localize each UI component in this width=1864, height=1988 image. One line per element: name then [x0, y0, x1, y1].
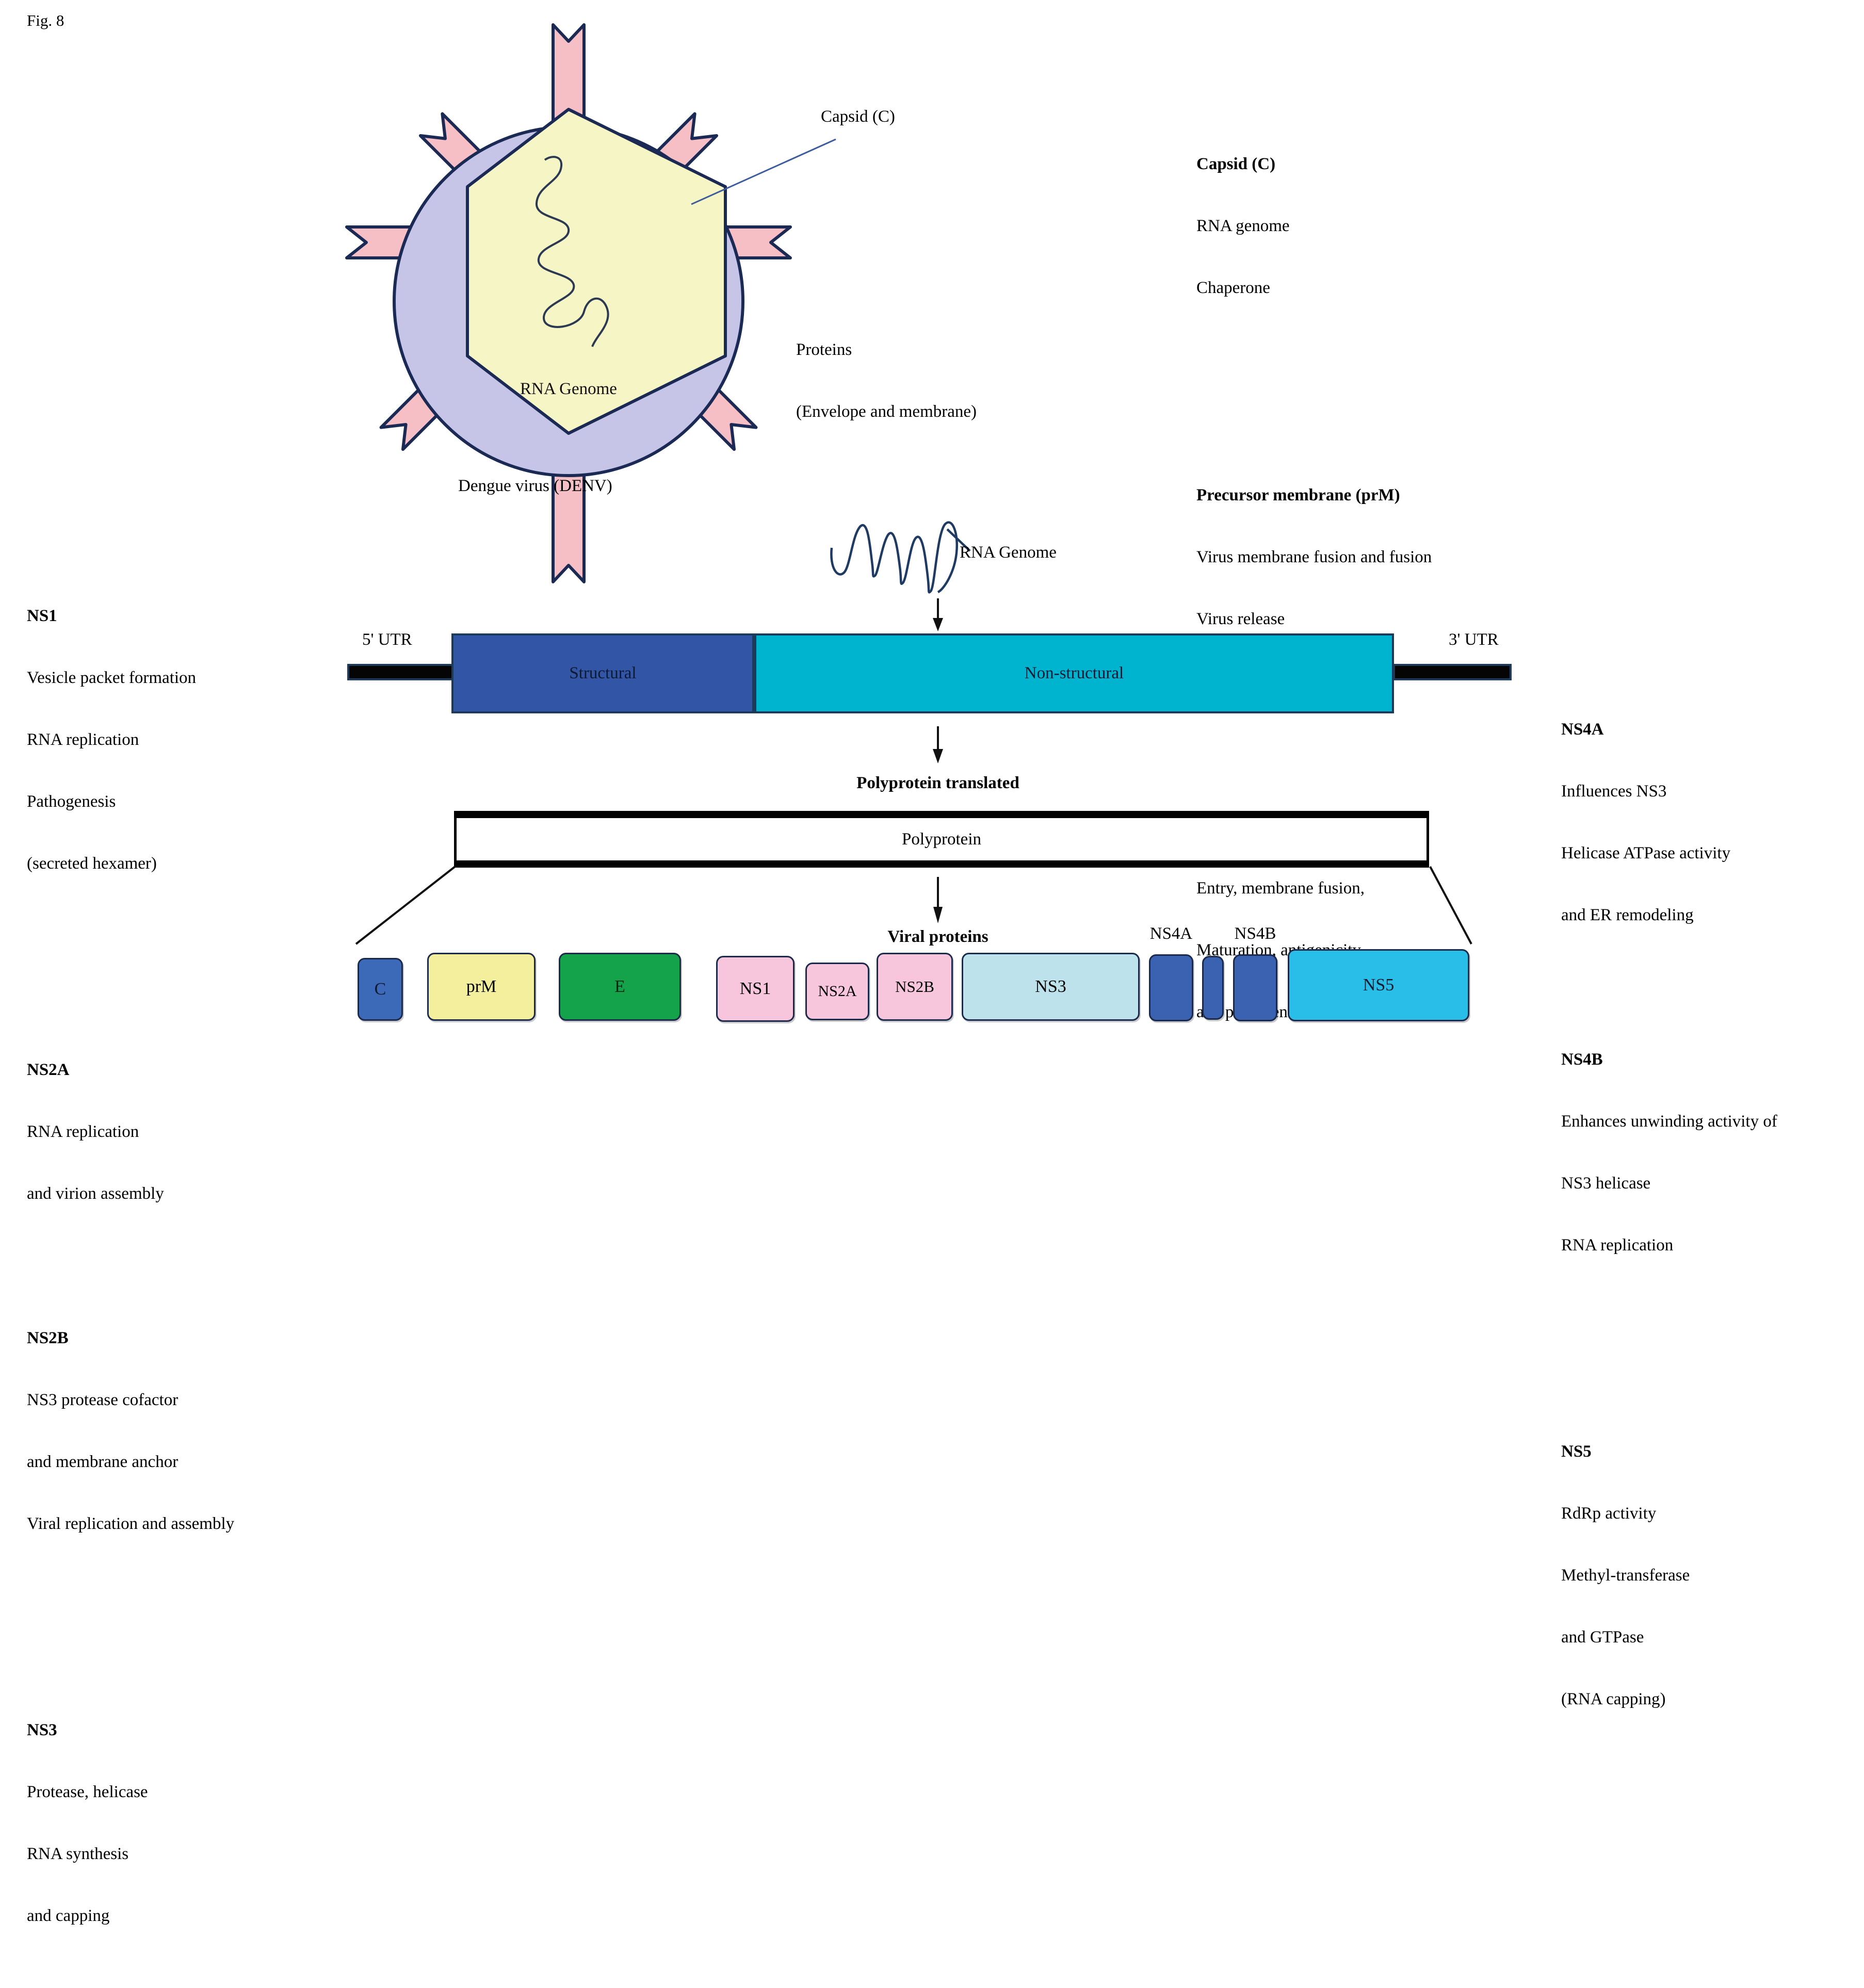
legend-line: NS3 protease cofactor [27, 1391, 179, 1409]
legend-title: NS4A [1561, 720, 1604, 739]
legend-line: RdRp activity [1561, 1504, 1657, 1523]
right-legend: NS4A Influences NS3 Helicase ATPase acti… [1561, 637, 1777, 1771]
genome-structural-label: Structural [569, 664, 637, 682]
legend-title: NS1 [27, 607, 57, 625]
legend-line: RNA replication [1561, 1236, 1674, 1254]
protein-box-label: NS3 [1035, 977, 1066, 996]
legend-title: NS2B [27, 1329, 69, 1347]
protein-box-label: NS1 [739, 979, 771, 998]
protein-box-ns3[interactable]: NS3 [962, 953, 1140, 1021]
legend-line: Entry, membrane fusion, [1196, 879, 1365, 898]
legend-line: RNA genome [1196, 217, 1290, 235]
protein-box-label: NS2B [895, 977, 934, 996]
legend-group-ns1: NS1 Vesicle packet formation RNA replica… [27, 564, 234, 915]
arrow-rna-to-genome [928, 598, 948, 632]
legend-title: NS4B [1561, 1050, 1603, 1069]
legend-line: Viral replication and assembly [27, 1514, 235, 1533]
polyprotein-label: Polyprotein [902, 829, 981, 849]
connector-right [1429, 866, 1472, 944]
legend-group-ns3: NS3 Protease, helicase RNA synthesis and… [27, 1679, 234, 1967]
polyprotein-translated-label: Polyprotein translated [856, 774, 1019, 792]
genome-nonstructural-segment: Non-structural [754, 633, 1394, 713]
capsid-leader-line [691, 138, 836, 205]
legend-group-prm: Precursor membrane (prM) Virus membrane … [1196, 444, 1432, 671]
legend-line: Chaperone [1196, 279, 1270, 297]
protein-box-prm[interactable]: prM [427, 953, 536, 1021]
polyprotein-to-proteins-connector [351, 866, 1589, 959]
utr3-bar [1393, 664, 1512, 680]
arrow-polyprotein-to-viral-proteins [928, 877, 948, 924]
utr5-bar [347, 664, 466, 680]
legend-line: and capping [27, 1906, 110, 1925]
capsid-hexagon [466, 108, 727, 435]
legend-group-ns2a: NS2A RNA replication and virion assembly [27, 1018, 234, 1245]
protein-box-e[interactable]: E [559, 953, 681, 1021]
utr3-label: 3' UTR [1449, 630, 1499, 649]
figure-label: Fig. 8 [27, 11, 64, 29]
legend-line: Helicase ATPase activity [1561, 844, 1731, 862]
protein-box-label: NS2A [818, 983, 857, 1000]
protein-box-ns4a[interactable] [1149, 954, 1193, 1021]
legend-line: and GTPase [1561, 1628, 1644, 1647]
rna-genome-squiggle-group [820, 521, 1037, 640]
protein-box-ns2a[interactable]: NS2A [805, 963, 869, 1020]
rna-genome-label: RNA Genome [960, 543, 1057, 562]
legend-line: (RNA capping) [1561, 1690, 1666, 1708]
legend-line: RNA replication [27, 1122, 139, 1141]
legend-line: Protease, helicase [27, 1783, 148, 1801]
legend-group-capsid: Capsid (C) RNA genome Chaperone [1196, 112, 1432, 339]
legend-line: RNA replication [27, 730, 139, 749]
protein-box-label: E [614, 977, 625, 996]
legend-line: Pathogenesis [27, 792, 116, 811]
virion-diagram: RNA Genome [310, 0, 836, 583]
legend-title: Precursor membrane (prM) [1196, 486, 1400, 504]
legend-line: Influences NS3 [1561, 782, 1667, 801]
legend-line: Vesicle packet formation [27, 669, 197, 687]
legend-line: Methyl-transferase [1561, 1566, 1690, 1585]
legend-line: and virion assembly [27, 1184, 164, 1203]
legend-line: NS3 helicase [1561, 1174, 1651, 1193]
left-legend: NS1 Vesicle packet formation RNA replica… [27, 523, 234, 1988]
protein-box-label: C [374, 980, 386, 999]
virion-proteins-label-line2: (Envelope and membrane) [796, 402, 977, 421]
rna-genome-center-label: RNA Genome [520, 380, 617, 398]
legend-group-ns5: NS5 RdRp activity Methyl-transferase and… [1561, 1400, 1777, 1751]
utr5-label: 5' UTR [362, 630, 412, 649]
legend-line: and ER remodeling [1561, 906, 1694, 924]
legend-group-ns2b: NS2B NS3 protease cofactor and membrane … [27, 1286, 234, 1575]
legend-line: Enhances unwinding activity of [1561, 1112, 1777, 1131]
virion-capsid-label: Capsid (C) [821, 107, 895, 126]
virion-proteins-label-line1: Proteins [796, 340, 852, 359]
virion-proteins-label: Proteins (Envelope and membrane) [796, 298, 977, 443]
virion-bottom-label: Dengue virus (DENV) [458, 477, 612, 495]
legend-line: (secreted hexamer) [27, 854, 157, 873]
connector-left [355, 866, 456, 945]
legend-title: NS3 [27, 1721, 57, 1739]
legend-group-ns4a: NS4A Influences NS3 Helicase ATPase acti… [1561, 678, 1777, 967]
genome-structural-segment: Structural [451, 633, 754, 713]
legend-title: NS5 [1561, 1442, 1592, 1461]
genome-nonstructural-label: Non-structural [1024, 664, 1124, 682]
arrow-genome-to-polyprotein [928, 726, 948, 764]
viral-proteins-label: Viral proteins [887, 927, 988, 946]
legend-title: Capsid (C) [1196, 155, 1276, 173]
polyprotein-box: Polyprotein [454, 811, 1429, 868]
rna-squiggle-virion [535, 156, 609, 347]
protein-box-c[interactable]: C [358, 958, 403, 1021]
rna-squiggle-genome [830, 521, 971, 594]
legend-group-ns4b: NS4B Enhances unwinding activity of NS3 … [1561, 1008, 1777, 1297]
legend-line: and pathogenesis [1196, 1003, 1314, 1021]
legend-line: and membrane anchor [27, 1453, 179, 1471]
protein-box-ns2b[interactable]: NS2B [877, 953, 953, 1021]
legend-line: Virus release [1196, 610, 1285, 628]
legend-line: RNA synthesis [27, 1845, 129, 1863]
legend-line: Virus membrane fusion and fusion [1196, 548, 1432, 566]
protein-box-ns1[interactable]: NS1 [716, 956, 795, 1022]
legend-title: NS2A [27, 1061, 70, 1079]
protein-box-label: prM [466, 977, 497, 996]
